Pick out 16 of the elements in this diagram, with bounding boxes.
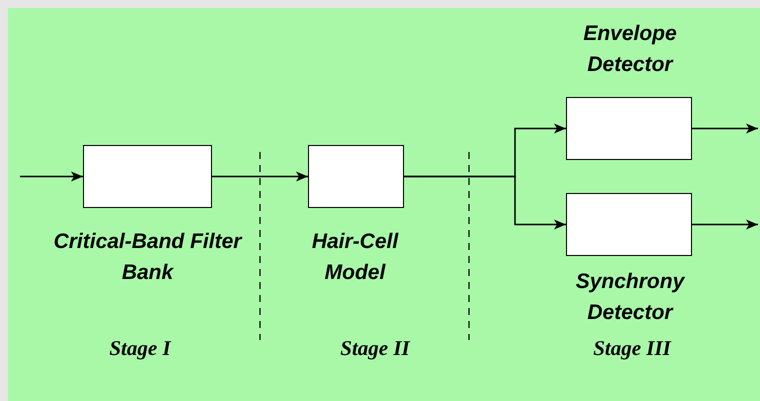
process-box bbox=[308, 145, 404, 208]
arrow bbox=[212, 172, 308, 182]
arrow bbox=[692, 220, 758, 230]
process-box bbox=[566, 97, 692, 160]
block-label: Hair-Cell Model bbox=[310, 229, 400, 286]
arrow bbox=[404, 176, 566, 230]
process-box bbox=[83, 145, 212, 208]
block-label: Synchrony Detector bbox=[574, 269, 686, 326]
block-label: Envelope Detector bbox=[582, 21, 678, 78]
block-label: Critical-Band Filter Bank bbox=[52, 229, 244, 286]
arrow bbox=[692, 124, 758, 134]
process-box bbox=[566, 193, 692, 256]
stage-label: Stage I bbox=[108, 336, 172, 361]
arrow bbox=[20, 172, 83, 182]
stage-label: Stage II bbox=[339, 336, 412, 361]
stage-label: Stage III bbox=[592, 336, 672, 361]
